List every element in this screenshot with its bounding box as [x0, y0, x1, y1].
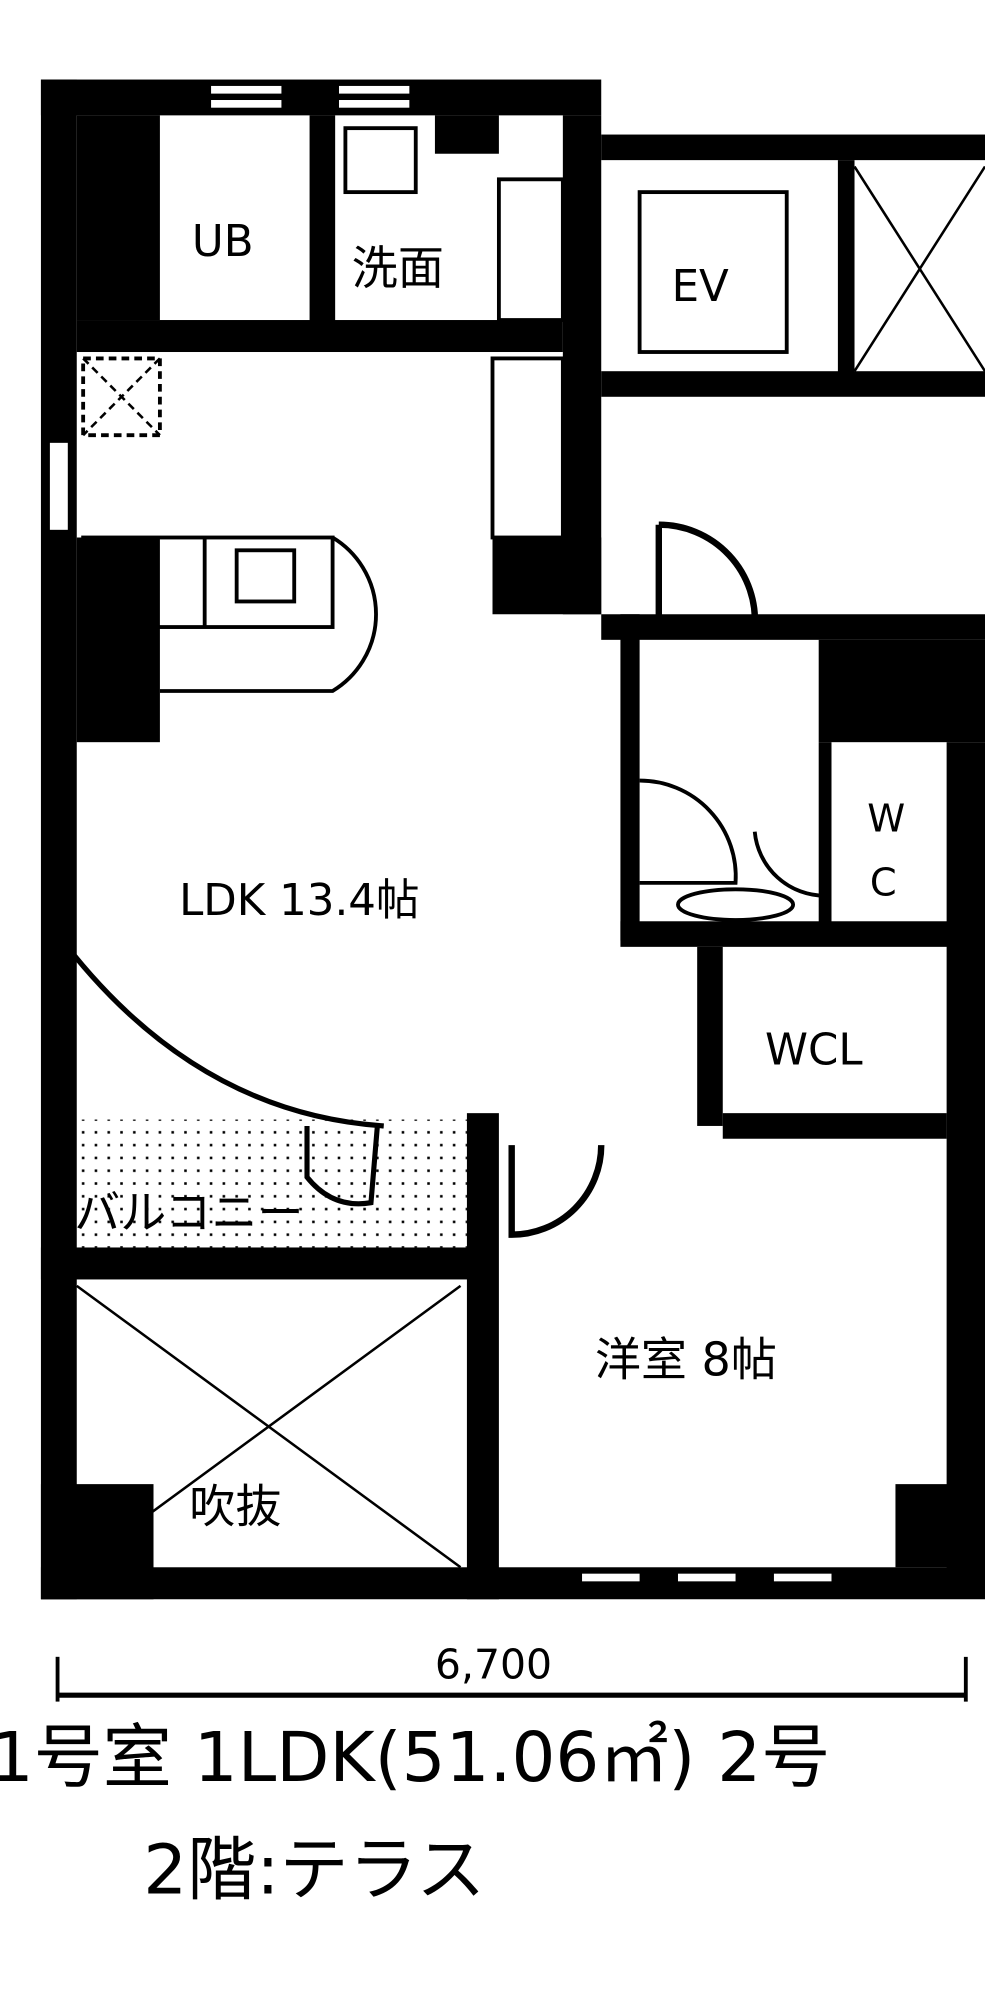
walls [40, 79, 985, 1600]
room-bedroom: 洋室 8帖 [595, 1332, 777, 1386]
fixtures [55, 126, 985, 1569]
room-wc-w: W [867, 797, 905, 842]
room-ub: UB [192, 217, 254, 267]
room-void: 吹抜 [189, 1480, 281, 1534]
room-ldk: LDK 13.4帖 [179, 876, 419, 926]
dimension-line: 6,700 [55, 1641, 968, 1702]
room-ev: EV [672, 262, 729, 312]
caption-unit: 1号室 1LDK(51.06㎡) 2号 [0, 1718, 830, 1798]
room-labels: UB 洗面 EV LDK 13.4帖 W C WCL バルコニー 洋室 8帖 吹… [74, 217, 905, 1533]
room-washroom: 洗面 [352, 241, 444, 295]
room-balcony: バルコニー [74, 1185, 303, 1239]
balcony-area [76, 1119, 467, 1248]
room-wc-c: C [870, 861, 897, 906]
caption-floor: 2階:テラス [143, 1830, 485, 1910]
windows [47, 85, 832, 1582]
room-wcl: WCL [765, 1026, 863, 1076]
dimension-value: 6,700 [435, 1641, 552, 1689]
